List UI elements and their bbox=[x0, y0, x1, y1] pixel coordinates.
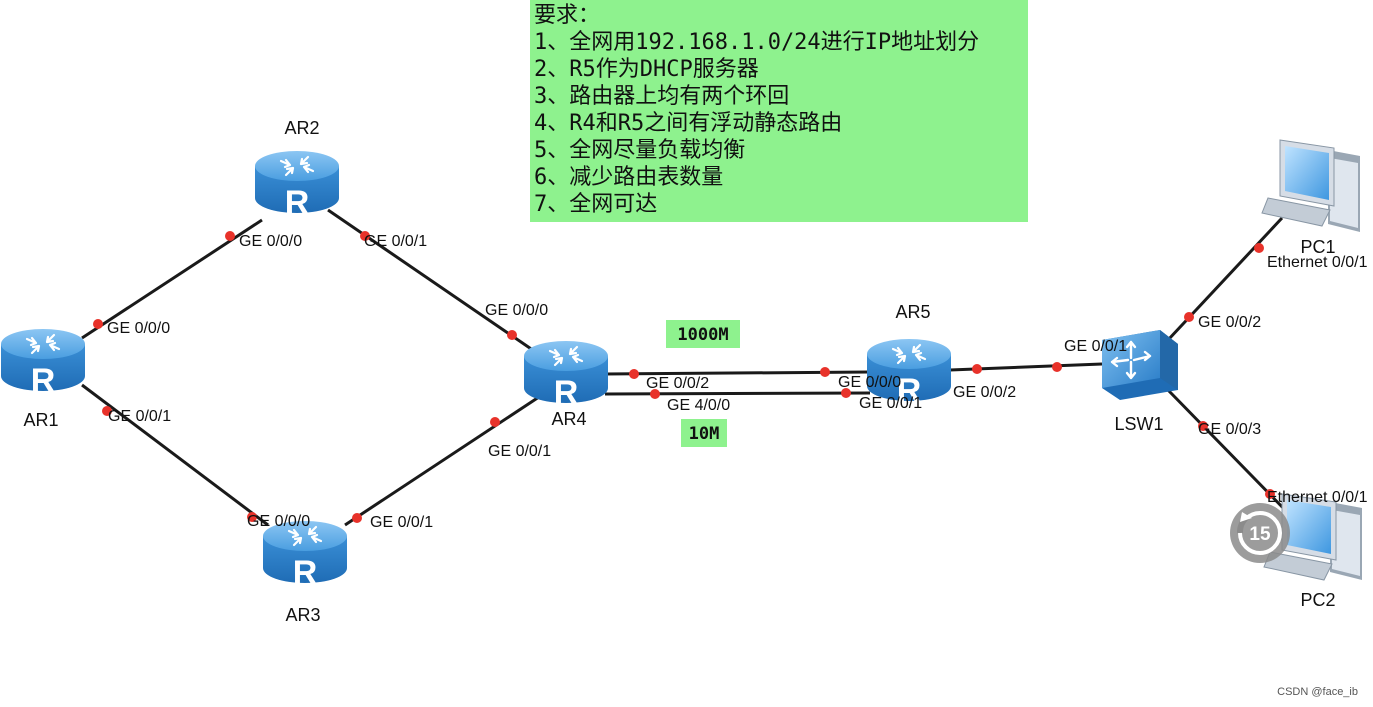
requirements-box: 要求： 1、全网用192.168.1.0/24进行IP地址划分 2、R5作为DH… bbox=[530, 0, 1028, 222]
iface-label-ar1-ge001: GE 0/0/1 bbox=[108, 408, 171, 425]
router-glyph: R bbox=[285, 184, 310, 222]
iface-label-ar3-ge000: GE 0/0/0 bbox=[247, 513, 310, 530]
port-dot bbox=[1265, 489, 1275, 499]
link-ar1-ar3 bbox=[81, 383, 269, 527]
router-glyph: R bbox=[897, 372, 922, 410]
requirement-item: 3、路由器上均有两个环回 bbox=[534, 84, 790, 109]
port-dot bbox=[93, 319, 103, 329]
router-glyph: R bbox=[31, 362, 56, 400]
port-dot bbox=[650, 389, 660, 399]
port-dot bbox=[225, 231, 235, 241]
router-ar3[interactable]: R AR3 bbox=[261, 519, 349, 625]
iface-label-ar2-ge000: GE 0/0/0 bbox=[239, 233, 302, 250]
device-name-ar4: AR4 bbox=[551, 409, 586, 429]
iface-label-ar5-ge001: GE 0/0/1 bbox=[859, 395, 922, 412]
port-dot bbox=[247, 512, 257, 522]
router-ar5[interactable]: R AR5 bbox=[865, 302, 953, 410]
port-dot bbox=[507, 330, 517, 340]
bandwidth-label-10m: 10M bbox=[681, 419, 727, 447]
router-glyph: R bbox=[293, 554, 318, 592]
device-name-pc1: PC1 bbox=[1300, 237, 1335, 257]
iface-label-ar4-ge001: GE 0/0/1 bbox=[488, 443, 551, 460]
iface-label-pc2-eth: Ethernet 0/0/1 bbox=[1267, 489, 1368, 506]
device-name-ar3: AR3 bbox=[285, 605, 320, 625]
link-ar3-ar4 bbox=[344, 391, 546, 527]
iface-label-lsw1-ge003: GE 0/0/3 bbox=[1198, 421, 1261, 438]
pc-pc2[interactable]: PC2 bbox=[1263, 493, 1362, 610]
port-dot bbox=[1254, 243, 1264, 253]
iface-label-ar2-ge001: GE 0/0/1 bbox=[364, 233, 427, 250]
watermark: CSDN @face_ib bbox=[1277, 686, 1358, 698]
device-name-ar1: AR1 bbox=[23, 410, 58, 430]
router-ar1[interactable]: R AR1 bbox=[0, 327, 87, 430]
port-dot bbox=[841, 388, 851, 398]
pc-icon bbox=[1263, 493, 1362, 581]
switch-icon bbox=[1102, 330, 1178, 400]
bandwidth-text-10m: 10M bbox=[689, 424, 720, 444]
requirement-item: 1、全网用192.168.1.0/24进行IP地址划分 bbox=[534, 30, 980, 55]
pc-icon bbox=[1261, 139, 1360, 232]
device-name-lsw1: LSW1 bbox=[1114, 414, 1163, 434]
requirements-title: 要求： bbox=[534, 3, 601, 28]
pc-pc1[interactable]: PC1 bbox=[1261, 139, 1360, 257]
requirement-item: 6、减少路由表数量 bbox=[534, 165, 724, 190]
port-dot bbox=[1052, 362, 1062, 372]
interface-labels: GE 0/0/0 GE 0/0/1 GE 0/0/0 GE 0/0/1 GE 0… bbox=[107, 233, 1368, 531]
iface-label-lsw1-ge002: GE 0/0/2 bbox=[1198, 314, 1261, 331]
iface-label-ar4-ge000: GE 0/0/0 bbox=[485, 302, 548, 319]
iface-label-ar5-ge002: GE 0/0/2 bbox=[953, 384, 1016, 401]
timer-badge[interactable]: 15 bbox=[1230, 503, 1290, 563]
router-ar2[interactable]: R AR2 bbox=[253, 118, 341, 222]
switch-lsw1[interactable]: LSW1 bbox=[1102, 330, 1178, 434]
requirement-item: 5、全网尽量负载均衡 bbox=[534, 138, 746, 163]
port-dot bbox=[352, 513, 362, 523]
requirement-item: 7、全网可达 bbox=[534, 192, 658, 217]
iface-label-ar4-ge002: GE 0/0/2 bbox=[646, 375, 709, 392]
port-dot bbox=[102, 406, 112, 416]
link-ar4-ar5-10m bbox=[604, 391, 871, 396]
requirement-item: 4、R4和R5之间有浮动静态路由 bbox=[534, 111, 843, 136]
iface-label-lsw1-ge001: GE 0/0/1 bbox=[1064, 338, 1127, 355]
device-name-ar5: AR5 bbox=[895, 302, 930, 322]
iface-label-pc1-eth: Ethernet 0/0/1 bbox=[1267, 254, 1368, 271]
port-dot bbox=[1198, 421, 1208, 431]
timer-badge-text: 15 bbox=[1249, 524, 1271, 545]
iface-label-ar1-ge000: GE 0/0/0 bbox=[107, 320, 170, 337]
iface-label-ar5-ge000: GE 0/0/0 bbox=[838, 374, 901, 391]
iface-label-ar3-ge001: GE 0/0/1 bbox=[370, 514, 433, 531]
requirement-item: 2、R5作为DHCP服务器 bbox=[534, 57, 759, 82]
port-dot bbox=[820, 367, 830, 377]
port-dot bbox=[490, 417, 500, 427]
port-dot bbox=[360, 231, 370, 241]
bandwidth-text-1000m: 1000M bbox=[677, 325, 728, 345]
bandwidth-label-1000m: 1000M bbox=[666, 320, 740, 348]
port-dot bbox=[1184, 312, 1194, 322]
device-name-pc2: PC2 bbox=[1300, 590, 1335, 610]
device-name-ar2: AR2 bbox=[284, 118, 319, 138]
link-ar4-ar5-1000m bbox=[604, 370, 871, 376]
port-dot bbox=[629, 369, 639, 379]
router-ar4[interactable]: R AR4 bbox=[522, 339, 610, 429]
port-dots bbox=[93, 231, 1275, 523]
router-glyph: R bbox=[554, 374, 579, 412]
iface-label-ar4-ge400: GE 4/0/0 bbox=[667, 397, 730, 414]
port-dot bbox=[972, 364, 982, 374]
